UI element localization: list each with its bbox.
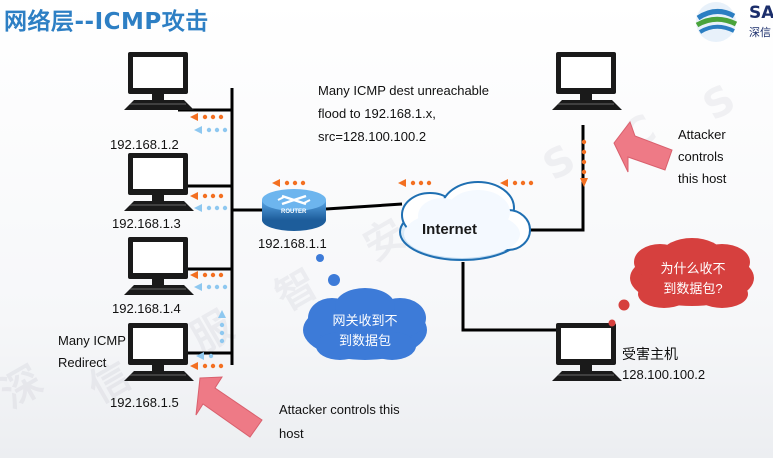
wan-link <box>325 202 403 211</box>
attacker-pointer-arrows <box>195 120 673 438</box>
host-pc-icon <box>123 152 195 212</box>
logo-icon <box>695 2 738 42</box>
router-badge: ROUTER <box>281 209 307 215</box>
logo-subtext: 深信 <box>749 26 771 39</box>
host-ip-label: 192.168.1.3 <box>112 216 181 231</box>
thought-line: 到数据包 <box>338 333 391 348</box>
victim-thought-text: 为什么收不 到数据包? <box>643 259 743 299</box>
redirect-note: Many ICMP Redirect <box>58 330 126 374</box>
attacker-top-note: Attacker controls this host <box>678 124 726 190</box>
attacker-bottom-note: Attacker controls this host <box>279 398 400 446</box>
victim-label: 受害主机 <box>622 346 678 362</box>
redirect-note-line: Many ICMP <box>58 333 126 348</box>
router-icon <box>262 189 326 231</box>
flood-arrows <box>190 113 588 370</box>
thought-line: 为什么收不 <box>660 261 726 276</box>
host-pc-icon <box>123 51 195 111</box>
gateway-thought-bubble <box>303 254 427 360</box>
thought-line: 到数据包? <box>663 281 723 296</box>
flood-note: Many ICMP dest unreachable flood to 192.… <box>318 79 489 148</box>
gateway-thought-text: 网关收到不 到数据包 <box>315 311 415 351</box>
host-pc-icon <box>123 236 195 296</box>
router-ip-label: 192.168.1.1 <box>258 236 327 251</box>
attacker-pc-icon <box>551 51 623 111</box>
host-ip-label: 192.168.1.2 <box>110 137 179 152</box>
host-ip-label: 192.168.1.4 <box>112 301 181 316</box>
flood-note-line: flood to 192.168.1.x, <box>318 106 436 121</box>
victim-link <box>461 262 560 332</box>
attacker-link <box>525 125 585 232</box>
thought-line: 网关收到不 <box>332 313 398 328</box>
attacker-note-line: Attacker controls this <box>279 402 400 417</box>
attacker-note-line: Attacker <box>678 127 726 142</box>
victim-thought-bubble <box>608 238 754 327</box>
flood-note-line: Many ICMP dest unreachable <box>318 83 490 98</box>
victim-ip-label: 128.100.100.2 <box>622 367 706 382</box>
logo-text: SA <box>749 3 773 23</box>
flood-note-line: src=128.100.100.2 <box>318 129 427 144</box>
redirect-note-line: Redirect <box>58 355 107 370</box>
redirect-arrows <box>194 126 228 360</box>
attacker-note-line: controls <box>678 149 724 164</box>
attacker-note-line: host <box>279 426 304 441</box>
attacker-note-line: this host <box>678 171 727 186</box>
internet-cloud <box>399 181 531 261</box>
page-title: 网络层--ICMP攻击 <box>4 9 209 35</box>
victim-pc-icon <box>551 322 623 382</box>
internet-label: Internet <box>422 221 478 238</box>
host-ip-label: 192.168.1.5 <box>110 395 179 410</box>
host-pc-icon <box>123 322 195 382</box>
